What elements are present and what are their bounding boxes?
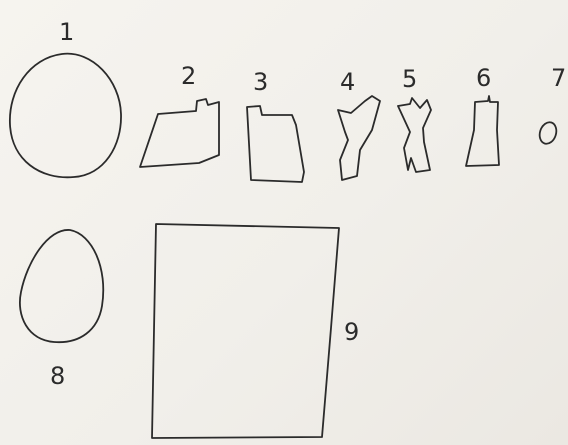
shape-9-square [152,224,339,438]
label-6: 6 [476,64,491,92]
label-7: 7 [551,64,566,92]
shape-1-large-blob [10,54,121,178]
label-1: 1 [59,18,74,46]
label-3: 3 [253,68,268,96]
label-4: 4 [340,68,355,96]
label-5: 5 [402,65,417,93]
shape-5-fragment [398,98,431,172]
shape-8-blob [20,230,103,342]
shape-6-fragment [466,96,499,166]
shape-3-fragment [247,106,304,182]
shape-2-fragment [140,99,219,167]
shape-4-fragment [338,96,380,180]
label-8: 8 [50,362,65,390]
label-2: 2 [181,62,196,90]
shape-7-oval [537,120,559,146]
label-9: 9 [344,318,359,346]
